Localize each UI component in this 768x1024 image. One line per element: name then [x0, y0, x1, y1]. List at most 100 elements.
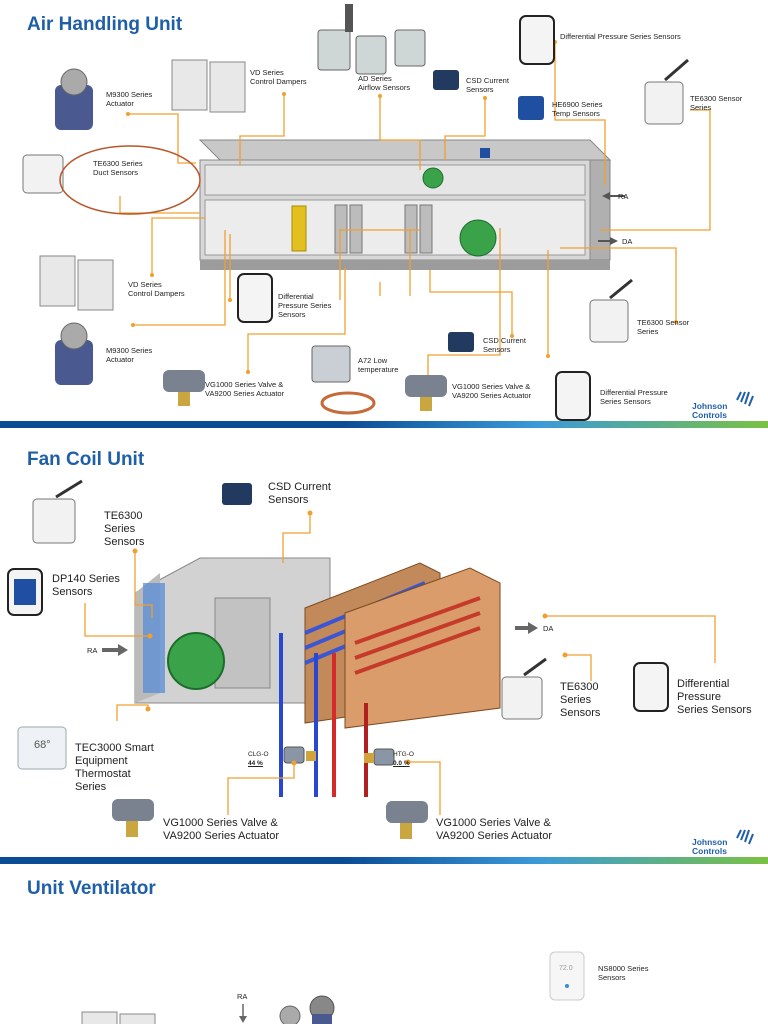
clg-value: 44 % — [248, 760, 263, 767]
te6300-sensor-right-icon — [501, 657, 547, 720]
csd-label: CSD Current Sensors — [268, 481, 331, 506]
te6300-duct-icon — [22, 145, 201, 215]
fcu-panel: Fan Coil Unit — [0, 433, 768, 865]
filter-icon — [291, 205, 307, 252]
da-label: DA — [622, 237, 633, 246]
csd-sensor-bottom-icon — [448, 332, 474, 352]
ra-arrow-icon — [602, 192, 625, 200]
hot-water-coil-icon — [344, 567, 501, 729]
dp-label-top: Differential Pressure Series Sensors — [560, 32, 681, 41]
he6900-sensor-icon — [518, 96, 544, 120]
coil-icons — [334, 204, 433, 254]
m9300-actuator-bottom-icon — [55, 322, 93, 385]
da-arrow-icon — [515, 622, 538, 634]
ns8000-screen: 72.0 — [559, 965, 573, 972]
te6300-sensor-bottom-icon — [589, 278, 633, 343]
dp-sensor-mid-icon — [237, 273, 273, 323]
supply-return-pipes — [279, 633, 368, 797]
vd-label-top: VD Series Control Dampers — [250, 68, 307, 86]
csd-sensor-icon — [222, 483, 252, 505]
vg1000-label-left: VG1000 Series Valve & VA9200 Series Actu… — [163, 817, 279, 842]
htg-value: 0.0 % — [393, 760, 410, 767]
fcu-leader-lines — [84, 513, 716, 815]
csd-label-top: CSD Current Sensors — [466, 76, 509, 94]
te6300-sensor-icon — [644, 58, 689, 125]
m9300-label-bottom: M9300 Series Actuator — [106, 346, 153, 364]
tec3000-thermostat-icon — [17, 726, 67, 770]
thermostat-temp: 68° — [34, 739, 51, 751]
a72-thermostat-icon — [311, 345, 376, 415]
m9300-actuator-icon — [55, 68, 93, 130]
johnson-controls-logo-icon — [736, 391, 754, 407]
fcu-leader-dots — [132, 510, 568, 766]
ahu-panel: Air Handling Unit — [0, 0, 768, 428]
dp140-label: DP140 Series Sensors — [52, 573, 120, 598]
tec3000-label: TEC3000 Smart Equipment Thermostat Serie… — [75, 742, 154, 793]
vd-damper-icon — [171, 59, 246, 113]
ra-arrow-icon — [102, 644, 128, 656]
uv-damper-icon — [81, 1011, 156, 1024]
ahu-leader-lines — [119, 42, 711, 376]
ra-label: RA — [87, 646, 98, 655]
ra-arrow-icon — [239, 1004, 247, 1023]
vd-damper-bottom-icon — [39, 255, 114, 311]
dp-sensor-icon — [519, 15, 555, 65]
te6300-label-right-top: TE6300 Sensor Series — [690, 94, 743, 112]
ad-label: AD Series Airflow Sensors — [358, 74, 411, 92]
dp140-sensor-icon — [7, 568, 43, 616]
csd-sensor-icon — [433, 70, 459, 90]
return-fan-icon — [422, 167, 444, 189]
ahu-casing — [198, 139, 612, 270]
clg-label: CLG-O — [248, 751, 269, 758]
ahu-title: Air Handling Unit — [27, 14, 183, 35]
cooling-valve-icon — [283, 746, 316, 764]
dp-sensor-bottom-icon — [555, 371, 591, 421]
dp-label-bottom: Differential Pressure Series Sensors — [600, 388, 668, 406]
uv-diagram — [81, 951, 585, 1024]
vd-label-bottom: VD Series Control Dampers — [128, 280, 185, 298]
uv-title: Unit Ventilator — [27, 878, 156, 899]
johnson-controls-logo: Johnson Controls — [692, 837, 728, 856]
he6900-label: HE6900 Series Temp Sensors — [552, 100, 603, 118]
ra-label: RA — [237, 992, 248, 1001]
ns8000-sensor-icon — [549, 951, 585, 1001]
vg1000-valve-right-icon — [386, 801, 428, 839]
m9300-label-top: M9300 Series Actuator — [106, 90, 153, 108]
a72-label: A72 Low temperature — [358, 356, 399, 374]
te6300-label-left: TE6300 Series Sensors — [104, 510, 145, 548]
fcu-casing — [134, 557, 331, 704]
htg-label: HTG-O — [393, 751, 414, 758]
fcu-diagram — [7, 479, 754, 845]
vg1000-valve-right-icon — [405, 375, 447, 411]
vg1000-valve-left-icon — [112, 799, 154, 837]
ahu-leader-dots — [126, 40, 678, 374]
vg1000-label-right: VG1000 Series Valve & VA9200 Series Actu… — [436, 817, 552, 842]
vg1000-label-left: VG1000 Series Valve & VA9200 Series Actu… — [205, 380, 285, 398]
fcu-title: Fan Coil Unit — [27, 449, 145, 470]
ahu-diagram — [22, 4, 754, 421]
dp-label-right: Differential Pressure Series Sensors — [677, 678, 752, 716]
ahu-divider-stripe — [0, 421, 768, 428]
te6300-sensor-left-icon — [32, 479, 83, 544]
ad-airflow-icon — [317, 4, 426, 75]
ra-label: RA — [618, 192, 629, 201]
csd-label-bottom: CSD Current Sensors — [483, 336, 526, 354]
da-label: DA — [543, 624, 554, 633]
johnson-controls-logo: Johnson Controls — [692, 401, 728, 420]
da-arrow-icon — [598, 237, 618, 245]
ns8000-label: NS8000 Series Sensors — [598, 964, 649, 982]
fcu-divider-stripe — [0, 857, 768, 864]
dp-label-mid: Differential Pressure Series Sensors — [278, 292, 332, 319]
te6300-duct-label: TE6300 Series Duct Sensors — [93, 159, 143, 177]
fan-icon — [167, 632, 225, 690]
johnson-controls-logo-icon — [736, 829, 754, 845]
uv-panel: Unit Ventilator 72.0 NS8000 Series Senso… — [0, 868, 768, 1024]
filter-icon — [143, 583, 165, 693]
vg1000-label-right: VG1000 Series Valve & VA9200 Series Actu… — [452, 382, 532, 400]
te6300-label-right-bottom: TE6300 Sensor Series — [637, 318, 690, 336]
supply-fan-icon — [459, 219, 497, 257]
uv-actuator-icon — [279, 995, 335, 1024]
dp-sensor-right-icon — [633, 662, 669, 712]
te6300-label-right: TE6300 Series Sensors — [560, 681, 601, 719]
heating-valve-icon — [364, 748, 395, 766]
